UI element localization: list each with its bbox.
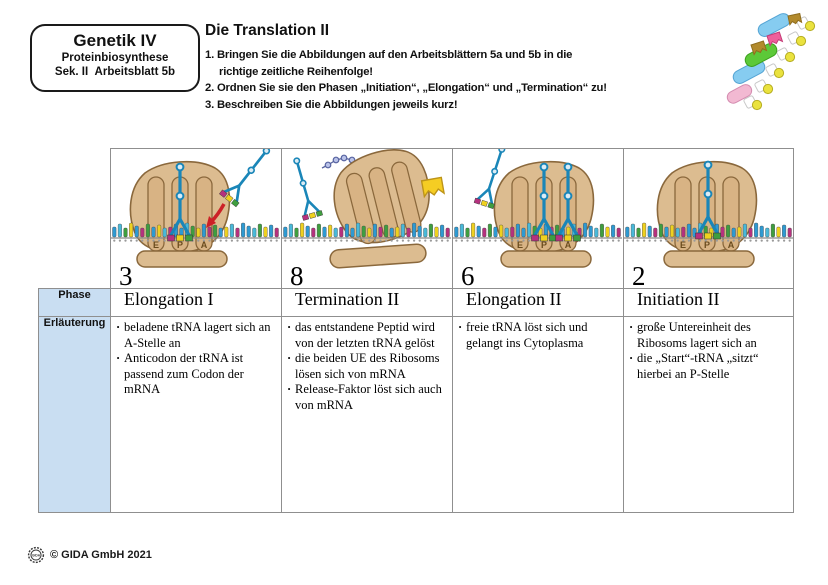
mrna-strand [282, 222, 451, 242]
instruction-item: 3. Beschreiben Sie die Abbildungen jewei… [205, 99, 458, 112]
gida-logo-icon: GIDA [27, 546, 45, 564]
phase-value: Elongation I [124, 289, 214, 309]
figure-cell: E P A 6 [452, 148, 624, 291]
phase-value: Elongation II [466, 289, 562, 309]
svg-text:A: A [728, 240, 735, 250]
series-subtitle: Proteinbiosynthese [61, 52, 169, 64]
trna-icon [555, 162, 581, 242]
figure-number: 3 [119, 261, 133, 291]
note-item: große Untereinheit des Ribosoms lagert s… [629, 320, 789, 351]
svg-text:A: A [565, 240, 572, 250]
small-subunit-icon [329, 243, 427, 269]
release-factor-icon [420, 176, 446, 199]
page-title: Die Translation II [205, 22, 330, 39]
svg-text:P: P [704, 240, 710, 250]
trna-icon [167, 162, 193, 242]
blank-corner-cell [38, 148, 111, 289]
red-arrow-head [206, 216, 216, 228]
notes-list: freie tRNA löst sich und gelangt ins Cyt… [458, 320, 619, 351]
note-item: die „Start“-tRNA „sitzt“ hierbei an P-St… [629, 351, 789, 382]
svg-text:P: P [541, 240, 547, 250]
site-labels: E P A [517, 240, 572, 250]
note-item: beladene tRNA lagert sich an A-Stelle an [116, 320, 277, 351]
figure-number: 8 [290, 261, 304, 291]
site-labels: E P A [680, 240, 735, 250]
svg-text:E: E [153, 240, 159, 250]
footer: GIDA © GIDA GmbH 2021 [27, 546, 152, 564]
phase-value: Termination II [295, 289, 400, 309]
svg-text:E: E [680, 240, 686, 250]
series-issue: Sek. II Arbeitsblatt 5b [54, 66, 176, 78]
site-labels: E P A [153, 240, 208, 250]
copyright-text: © GIDA GmbH 2021 [50, 549, 152, 561]
trna-leaving-icon [473, 149, 506, 209]
figure-cell: E P A 3 [110, 148, 282, 291]
trna-incoming-icon [219, 149, 271, 208]
note-item: die beiden UE des Ribosoms lösen sich vo… [287, 351, 448, 382]
notes-list: große Untereinheit des Ribosoms lagert s… [629, 320, 789, 382]
instruction-item: 1. Bringen Sie die Abbildungen auf den A… [205, 49, 573, 78]
notes-list: das entstandene Peptid wird von der letz… [287, 320, 448, 413]
note-item: Release-Faktor löst sich auch von mRNA [287, 382, 448, 413]
svg-text:P: P [177, 240, 183, 250]
figure-number: 2 [632, 261, 646, 291]
series-title: Genetik IV [73, 31, 157, 50]
erlaeuterung-row-label: Erläuterung [38, 316, 111, 513]
trna-free-icon [293, 157, 323, 221]
note-item: freie tRNA löst sich und gelangt ins Cyt… [458, 320, 619, 351]
svg-text:E: E [517, 240, 523, 250]
peptide-chain-icon [321, 154, 363, 169]
notes-list: beladene tRNA lagert sich an A-Stelle an… [116, 320, 277, 398]
note-item: Anticodon der tRNA ist passend zum Codon… [116, 351, 277, 398]
trna-icon [695, 160, 721, 240]
trna-icon [531, 162, 557, 242]
svg-text:GIDA: GIDA [32, 553, 41, 557]
figure-number: 6 [461, 261, 475, 291]
svg-text:A: A [201, 240, 208, 250]
worksheet-series-box: Genetik IV Proteinbiosynthese Sek. II Ar… [30, 24, 200, 92]
dna-decoration-icon [726, 12, 816, 111]
instruction-item: 2. Ordnen Sie sie den Phasen „Initiation… [205, 82, 607, 95]
phase-value: Initiation II [637, 289, 720, 309]
note-item: das entstandene Peptid wird von der letz… [287, 320, 448, 351]
figure-cell: E P A 2 [623, 148, 794, 291]
figure-cell: 8 [281, 148, 453, 291]
phase-row-label: Phase [38, 288, 111, 317]
instructions-list: 1. Bringen Sie die Abbildungen auf den A… [205, 47, 725, 114]
worksheet-table: E P A 3 [38, 148, 794, 513]
large-subunit-icon [333, 149, 430, 245]
